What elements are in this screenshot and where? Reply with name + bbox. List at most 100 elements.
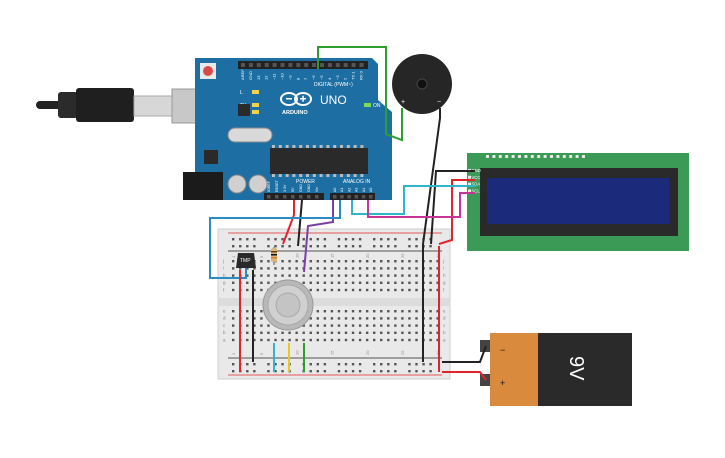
breadboard-hole[interactable] xyxy=(316,338,319,342)
breadboard-hole[interactable] xyxy=(429,338,432,342)
breadboard-hole[interactable] xyxy=(380,331,383,334)
breadboard-hole[interactable] xyxy=(309,338,312,342)
rail-hole[interactable] xyxy=(239,245,242,248)
breadboard-hole[interactable] xyxy=(281,260,284,263)
rail-hole[interactable] xyxy=(232,238,235,241)
breadboard-hole[interactable] xyxy=(316,310,319,313)
rail-hole[interactable] xyxy=(288,238,291,241)
rail-hole[interactable] xyxy=(344,238,348,241)
breadboard-hole[interactable] xyxy=(260,324,263,327)
breadboard-hole[interactable] xyxy=(344,267,348,270)
breadboard-hole[interactable] xyxy=(365,331,369,334)
breadboard-hole[interactable] xyxy=(330,324,334,327)
breadboard-hole[interactable] xyxy=(387,310,390,313)
breadboard-hole[interactable] xyxy=(408,317,411,320)
breadboard-hole[interactable] xyxy=(415,324,418,327)
breadboard-hole[interactable] xyxy=(401,324,404,327)
rail-hole[interactable] xyxy=(316,245,319,248)
breadboard-hole[interactable] xyxy=(246,281,249,284)
lcd-i2c-pin[interactable] xyxy=(468,175,471,179)
wire-gnd[interactable] xyxy=(297,199,303,247)
rail-hole[interactable] xyxy=(246,245,249,248)
breadboard-hole[interactable] xyxy=(267,281,270,284)
breadboard-hole[interactable] xyxy=(295,331,298,334)
breadboard-hole[interactable] xyxy=(281,331,284,334)
rail-hole[interactable] xyxy=(429,370,432,373)
rail-hole[interactable] xyxy=(232,363,235,366)
rail-hole[interactable] xyxy=(373,245,376,248)
breadboard-hole[interactable] xyxy=(330,267,334,270)
breadboard-hole[interactable] xyxy=(309,274,312,277)
power-pin-hole[interactable] xyxy=(315,195,319,199)
breadboard-hole[interactable] xyxy=(436,260,439,263)
breadboard-hole[interactable] xyxy=(267,260,270,263)
breadboard-hole[interactable] xyxy=(408,274,411,277)
breadboard-hole[interactable] xyxy=(436,288,439,292)
wire-battery-pos[interactable] xyxy=(442,371,487,381)
breadboard-hole[interactable] xyxy=(365,317,369,320)
breadboard-hole[interactable] xyxy=(246,310,249,313)
breadboard-hole[interactable] xyxy=(436,281,439,284)
breadboard-hole[interactable] xyxy=(380,338,383,342)
rail-hole[interactable] xyxy=(253,370,256,373)
rail-hole[interactable] xyxy=(415,245,418,248)
rail-hole[interactable] xyxy=(387,363,390,366)
breadboard-hole[interactable] xyxy=(330,338,334,342)
breadboard-hole[interactable] xyxy=(344,260,348,263)
breadboard-hole[interactable] xyxy=(330,288,334,292)
breadboard-hole[interactable] xyxy=(337,260,341,263)
rail-hole[interactable] xyxy=(281,370,284,373)
breadboard-hole[interactable] xyxy=(387,317,390,320)
breadboard-hole[interactable] xyxy=(323,331,327,334)
rail-hole[interactable] xyxy=(232,245,235,248)
power-pin-hole[interactable] xyxy=(267,195,271,199)
rail-hole[interactable] xyxy=(373,238,376,241)
breadboard-hole[interactable] xyxy=(246,324,249,327)
rail-hole[interactable] xyxy=(253,245,256,248)
wire-a1[interactable] xyxy=(209,200,341,279)
usb-cable[interactable] xyxy=(36,88,201,124)
breadboard-hole[interactable] xyxy=(232,288,235,292)
breadboard-hole[interactable] xyxy=(323,288,327,292)
breadboard-hole[interactable] xyxy=(380,281,383,284)
rail-hole[interactable] xyxy=(246,238,249,241)
breadboard-hole[interactable] xyxy=(373,288,376,292)
breadboard-hole[interactable] xyxy=(394,310,397,313)
rail-hole[interactable] xyxy=(267,238,270,241)
breadboard-hole[interactable] xyxy=(358,274,362,277)
rail-hole[interactable] xyxy=(232,370,235,373)
breadboard-hole[interactable] xyxy=(281,338,284,342)
breadboard-hole[interactable] xyxy=(408,324,411,327)
breadboard-hole[interactable] xyxy=(408,260,411,263)
digital-pin-hole[interactable] xyxy=(359,63,364,67)
breadboard-hole[interactable] xyxy=(232,324,235,327)
breadboard-hole[interactable] xyxy=(380,310,383,313)
rail-hole[interactable] xyxy=(281,238,284,241)
breadboard-hole[interactable] xyxy=(302,331,305,334)
piezo-buzzer[interactable]: + − xyxy=(392,54,452,114)
breadboard-hole[interactable] xyxy=(436,324,439,327)
breadboard-hole[interactable] xyxy=(351,324,355,327)
breadboard-hole[interactable] xyxy=(232,281,235,284)
breadboard-hole[interactable] xyxy=(323,274,327,277)
breadboard-hole[interactable] xyxy=(330,317,334,320)
digital-pin-hole[interactable] xyxy=(248,63,253,67)
breadboard-hole[interactable] xyxy=(394,288,397,292)
rail-hole[interactable] xyxy=(358,363,362,366)
breadboard-hole[interactable] xyxy=(309,324,312,327)
analog-pin-hole[interactable] xyxy=(354,195,359,199)
rail-hole[interactable] xyxy=(337,238,341,241)
breadboard-hole[interactable] xyxy=(380,324,383,327)
rail-hole[interactable] xyxy=(351,363,355,366)
breadboard-hole[interactable] xyxy=(316,260,319,263)
breadboard-hole[interactable] xyxy=(337,267,341,270)
breadboard-hole[interactable] xyxy=(401,331,404,334)
rail-hole[interactable] xyxy=(246,363,249,366)
breadboard-hole[interactable] xyxy=(295,260,298,263)
power-pin-hole[interactable] xyxy=(299,195,303,199)
breadboard-hole[interactable] xyxy=(253,317,256,320)
breadboard-hole[interactable] xyxy=(330,274,334,277)
breadboard-hole[interactable] xyxy=(274,267,277,270)
breadboard-hole[interactable] xyxy=(415,267,418,270)
